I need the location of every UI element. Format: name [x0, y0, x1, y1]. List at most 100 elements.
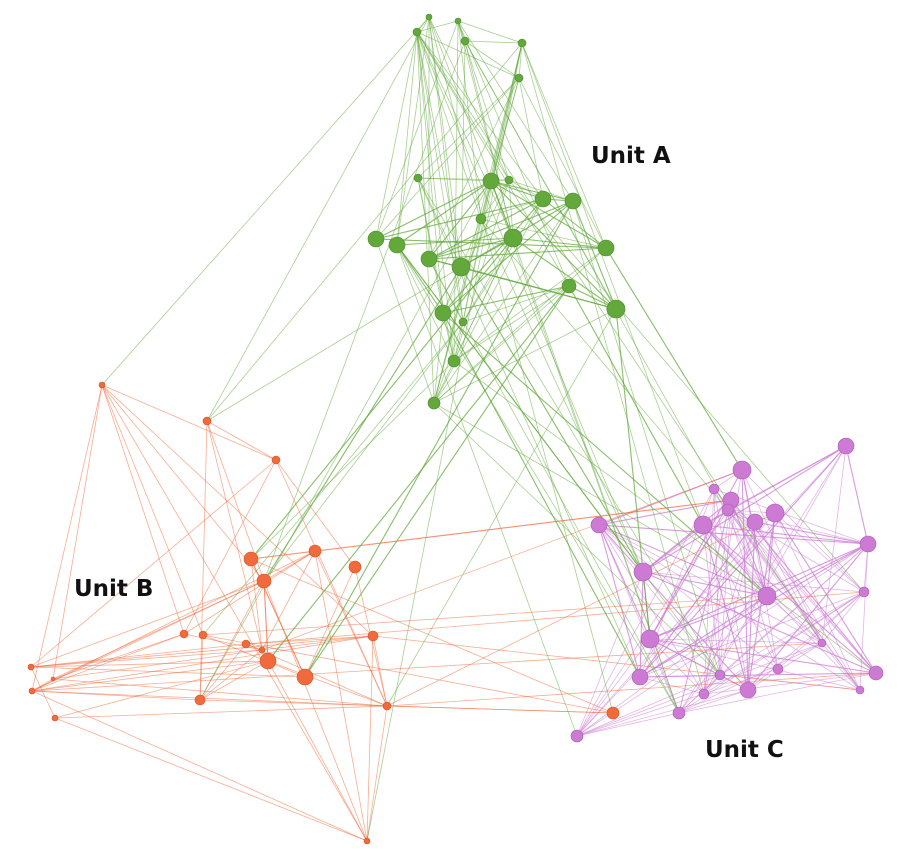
unit-c-node [837, 437, 855, 455]
network-edge [245, 635, 374, 645]
unit-c-node [757, 586, 777, 606]
network-edge [642, 571, 877, 674]
unit-b-node [308, 544, 322, 558]
network-edge [52, 384, 103, 680]
network-edge [649, 638, 861, 691]
network-edge [101, 384, 368, 842]
unit-a-node [454, 17, 462, 25]
unit-b-node [382, 701, 392, 711]
network-edge [199, 634, 204, 701]
network-edge [639, 543, 869, 678]
network-edge [460, 266, 617, 310]
unit-c-node [739, 681, 757, 699]
network-edge [304, 200, 574, 678]
network-edge [453, 285, 570, 362]
network-edge [101, 16, 430, 386]
network-edge [101, 384, 185, 635]
network-edge [598, 524, 641, 678]
unit-c-label: Unit C [705, 737, 784, 763]
network-edge [490, 180, 544, 200]
network-edge [433, 237, 514, 404]
network-edge [821, 642, 861, 691]
network-edge [386, 512, 776, 707]
network-edge [719, 521, 756, 676]
network-edge [576, 689, 749, 737]
network-edge [54, 705, 388, 719]
network-edge [375, 238, 435, 404]
network-edge [199, 420, 208, 701]
network-edge [462, 285, 570, 323]
unit-a-node [425, 13, 433, 21]
network-edge [754, 521, 861, 691]
network-edge [417, 177, 462, 268]
network-edge [639, 591, 865, 678]
network-edge [199, 180, 492, 701]
network-edge [518, 77, 607, 249]
network-edge [202, 634, 614, 714]
unit-c-node [708, 483, 720, 495]
network-edge [741, 469, 823, 644]
network-edge [576, 712, 680, 737]
unit-a-node [606, 299, 626, 319]
network-edge [428, 237, 514, 260]
unit-a-node [534, 190, 552, 208]
unit-a-node [503, 228, 523, 248]
network-edge [396, 244, 680, 714]
network-edge [263, 580, 368, 842]
unit-a-node [561, 278, 577, 294]
network-edge [263, 266, 462, 582]
network-edge [101, 384, 277, 461]
network-edge [453, 247, 607, 362]
network-edge [396, 31, 418, 246]
unit-b-node [241, 639, 251, 649]
network-edge [678, 591, 865, 714]
network-edge [777, 591, 865, 670]
network-edge [372, 635, 388, 707]
network-edge [375, 180, 492, 240]
unit-b-node [256, 573, 272, 589]
network-edge [462, 198, 544, 323]
network-edge [263, 321, 464, 582]
network-edge [416, 31, 482, 220]
network-edge [386, 705, 614, 714]
network-edge [598, 524, 823, 644]
network-edge [453, 360, 877, 674]
unit-c-node [765, 503, 785, 523]
unit-c-node [746, 513, 764, 531]
network-edge [396, 244, 455, 362]
network-edge [31, 384, 103, 692]
label-layer: Unit A Unit B Unit C [74, 143, 784, 763]
unit-c-node [858, 586, 870, 598]
network-edge [428, 180, 492, 260]
network-edge [375, 77, 520, 240]
unit-a-node [447, 354, 461, 368]
network-edge [639, 672, 877, 678]
network-edge [101, 384, 204, 636]
unit-c-node [721, 503, 735, 517]
network-edge [521, 42, 705, 695]
network-edge [417, 177, 455, 362]
network-edge [713, 488, 869, 545]
network-edge [54, 717, 368, 842]
network-edge [576, 668, 779, 737]
network-edge [615, 308, 651, 640]
unit-a-node [434, 304, 452, 322]
network-edge [512, 237, 607, 249]
network-edge [206, 420, 277, 461]
network-edge [457, 20, 523, 44]
network-edge [576, 674, 721, 737]
network-edge [774, 512, 877, 674]
unit-b-node [202, 416, 212, 426]
unit-b-node [258, 646, 266, 654]
network-edge [30, 666, 306, 678]
network-edge [521, 42, 607, 249]
network-edge [416, 31, 644, 573]
network-edge [576, 638, 651, 737]
network-edge [462, 237, 514, 323]
unit-a-node [517, 38, 527, 48]
network-edge [433, 402, 768, 597]
network-edge [821, 445, 847, 644]
network-edge [183, 633, 263, 651]
network-edge [442, 198, 544, 314]
network-edge [639, 676, 705, 695]
